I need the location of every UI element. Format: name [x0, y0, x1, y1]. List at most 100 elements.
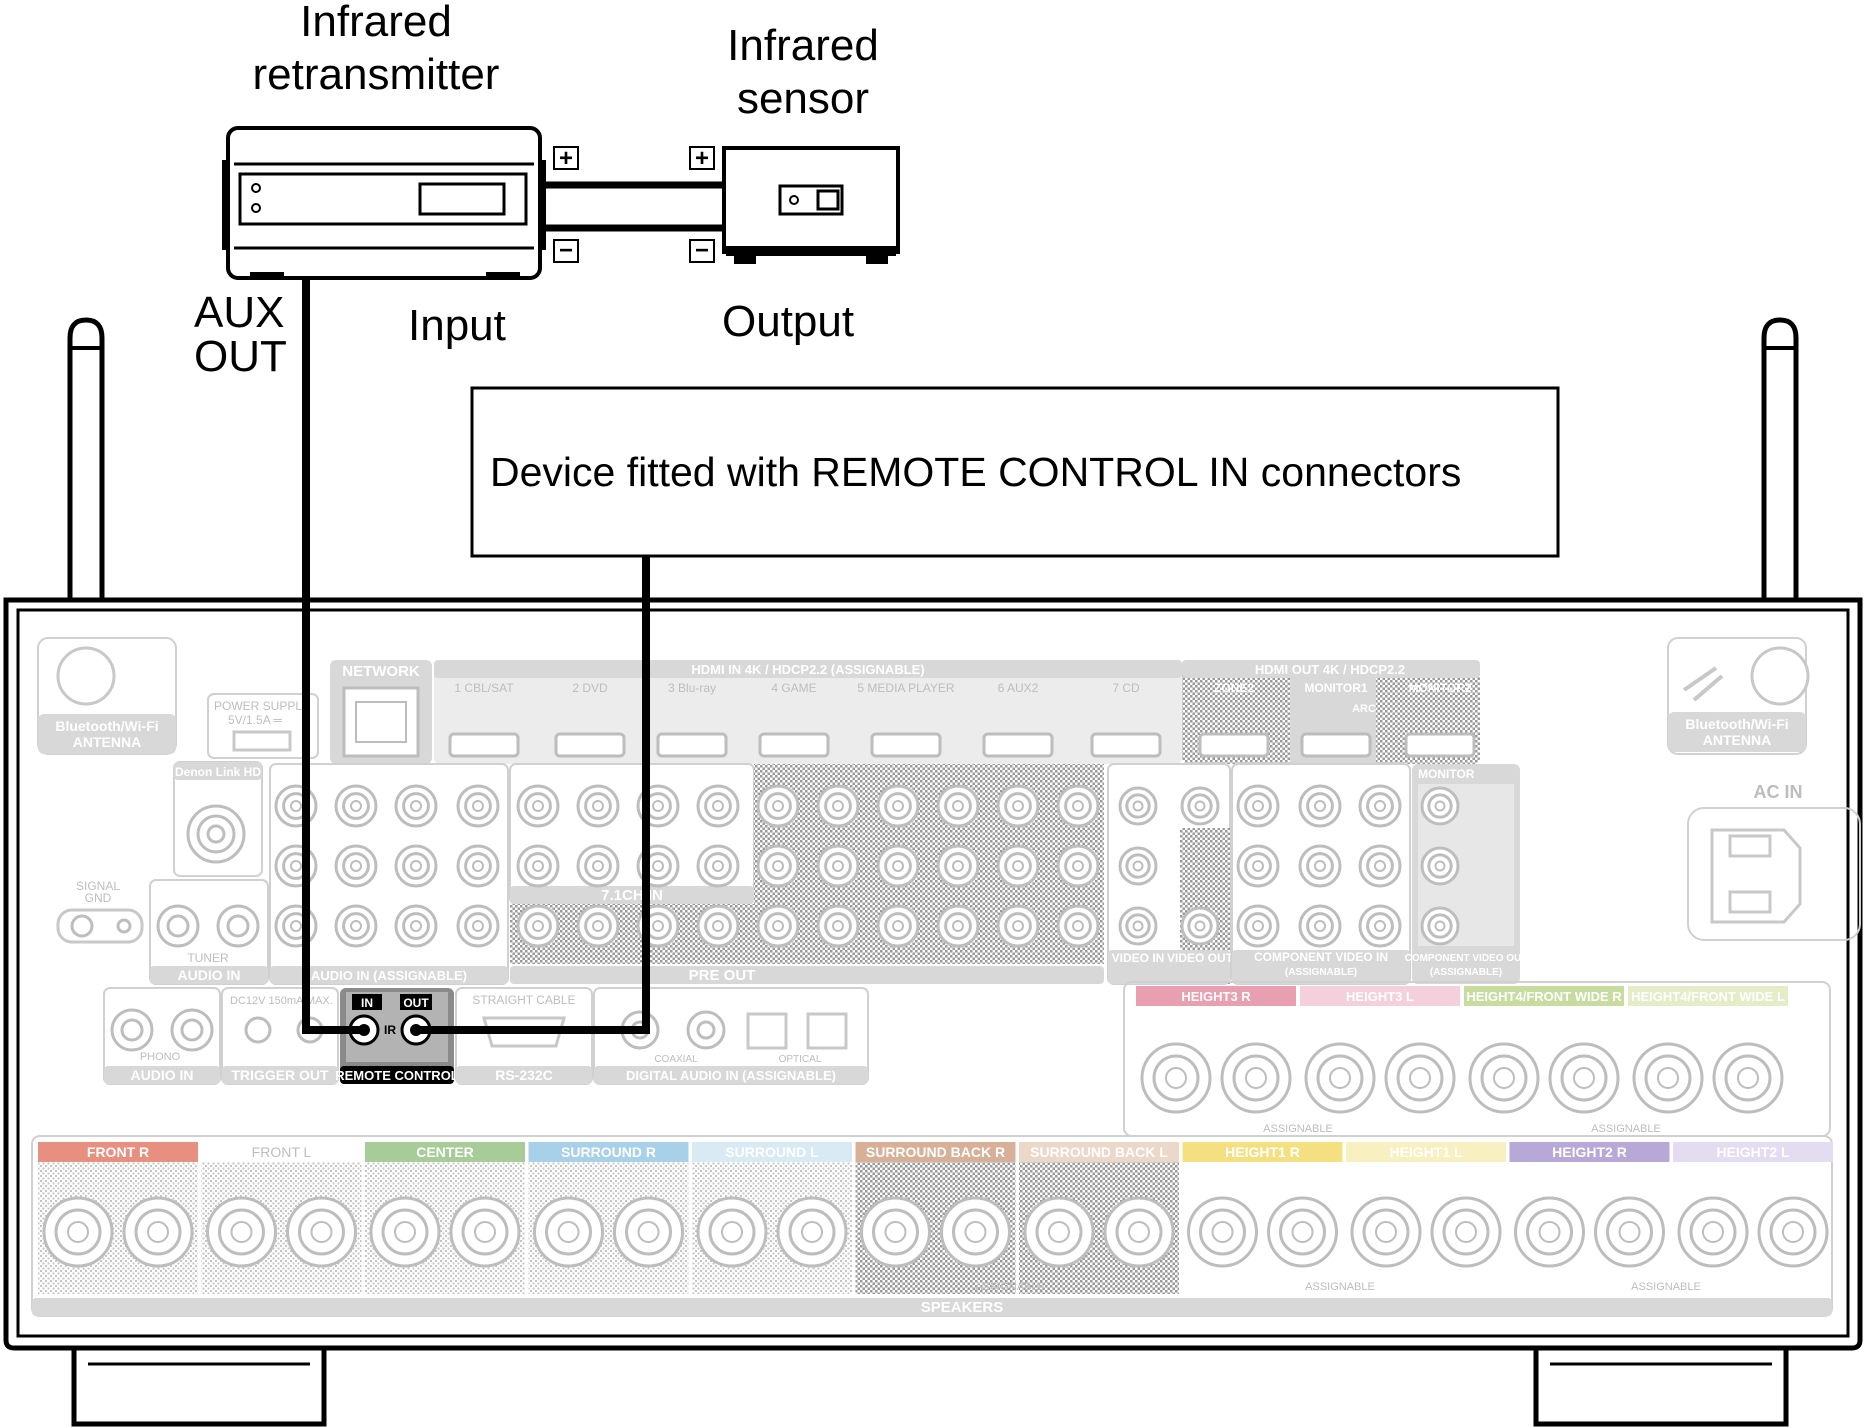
speaker-terminal[interactable]: [1267, 1196, 1338, 1268]
speaker-top-label: HEIGHT4/FRONT WIDE L: [1631, 989, 1785, 1004]
speaker-terminal[interactable]: [369, 1196, 441, 1268]
speaker-terminal[interactable]: [1103, 1196, 1175, 1268]
video-in-jack[interactable]: [1118, 786, 1158, 826]
pre-out-jack[interactable]: [576, 904, 620, 948]
pre-out-jack[interactable]: [1056, 784, 1100, 828]
audio-in-jack[interactable]: [334, 844, 378, 888]
speaker-terminal[interactable]: [1514, 1196, 1585, 1268]
speaker-terminal[interactable]: [860, 1196, 931, 1268]
digital-audio-label: DIGITAL AUDIO IN (ASSIGNABLE): [626, 1068, 836, 1083]
pre-out-jack[interactable]: [1056, 844, 1100, 888]
speaker-terminal[interactable]: [1548, 1042, 1620, 1114]
sensor-plus-sign: +: [695, 145, 709, 172]
speaker-terminal[interactable]: [1384, 1042, 1456, 1114]
speaker-terminal[interactable]: [42, 1196, 114, 1268]
audio-in-jack[interactable]: [456, 904, 500, 948]
speaker-terminal[interactable]: [1304, 1042, 1376, 1114]
speaker-terminal[interactable]: [1594, 1196, 1665, 1268]
speaker-terminal[interactable]: [1023, 1196, 1095, 1268]
speaker-terminal[interactable]: [533, 1196, 604, 1268]
monitor-out-jack[interactable]: [1420, 906, 1460, 946]
video-out-jack[interactable]: [1180, 906, 1220, 946]
speaker-terminal[interactable]: [1350, 1196, 1422, 1268]
component-video-jack[interactable]: [1358, 844, 1402, 888]
hdmi-in-port[interactable]: [1090, 732, 1162, 758]
speaker-terminal[interactable]: [1187, 1196, 1258, 1268]
pre-out-jack[interactable]: [696, 844, 740, 888]
pre-out-jack[interactable]: [756, 904, 800, 948]
hdmi-in-port[interactable]: [870, 732, 942, 758]
pre-out-jack[interactable]: [576, 784, 620, 828]
monitor-out-jack[interactable]: [1420, 786, 1460, 826]
speaker-terminal[interactable]: [1712, 1042, 1784, 1114]
optical-label: OPTICAL: [779, 1054, 822, 1065]
audio-in-jack[interactable]: [394, 904, 438, 948]
component-video-jack[interactable]: [1236, 784, 1280, 828]
speaker-terminal[interactable]: [940, 1196, 1011, 1268]
speaker-terminal[interactable]: [122, 1196, 194, 1268]
pre-out-jack[interactable]: [816, 844, 860, 888]
pre-out-jack[interactable]: [936, 844, 980, 888]
audio-in-jack[interactable]: [394, 784, 438, 828]
video-out-jack[interactable]: [1180, 786, 1220, 826]
pre-out-jack[interactable]: [756, 844, 800, 888]
hdmi-in-port[interactable]: [656, 732, 728, 758]
speaker-top-label: HEIGHT3 R: [1181, 989, 1251, 1004]
pre-out-jack[interactable]: [516, 844, 560, 888]
audio-in-jack[interactable]: [394, 844, 438, 888]
pre-out-jack[interactable]: [936, 904, 980, 948]
pre-out-jack[interactable]: [876, 844, 920, 888]
pre-out-jack[interactable]: [996, 904, 1040, 948]
pre-out-jack[interactable]: [576, 844, 620, 888]
pre-out-jack[interactable]: [696, 904, 740, 948]
component-video-jack[interactable]: [1298, 784, 1342, 828]
audio-in-jack[interactable]: [456, 844, 500, 888]
pre-out-jack[interactable]: [1056, 904, 1100, 948]
component-video-jack[interactable]: [1298, 904, 1342, 948]
audio-in-jack[interactable]: [456, 784, 500, 828]
speaker-terminal[interactable]: [613, 1196, 684, 1268]
component-video-jack[interactable]: [1298, 844, 1342, 888]
speaker-terminal[interactable]: [1430, 1196, 1502, 1268]
component-video-jack[interactable]: [1358, 904, 1402, 948]
audio-in-jack[interactable]: [334, 784, 378, 828]
hdmi-out-port[interactable]: [1198, 732, 1270, 758]
speaker-terminal[interactable]: [776, 1196, 848, 1268]
speaker-terminal[interactable]: [1757, 1196, 1829, 1268]
hdmi-in-port[interactable]: [982, 732, 1054, 758]
hdmi-out-port[interactable]: [1300, 732, 1372, 758]
hdmi-out-port[interactable]: [1404, 732, 1476, 758]
video-in-jack[interactable]: [1118, 906, 1158, 946]
audio-in-jack[interactable]: [334, 904, 378, 948]
speaker-terminal[interactable]: [1632, 1042, 1704, 1114]
pre-out-jack[interactable]: [816, 784, 860, 828]
component-video-jack[interactable]: [1236, 904, 1280, 948]
video-in-jack[interactable]: [1118, 846, 1158, 886]
pre-out-jack[interactable]: [936, 784, 980, 828]
ir-retransmitter-label-line2: retransmitter: [253, 50, 500, 99]
speaker-terminal[interactable]: [1677, 1196, 1749, 1268]
pre-out-jack[interactable]: [516, 784, 560, 828]
hdmi-in-port[interactable]: [448, 732, 520, 758]
speaker-terminal[interactable]: [206, 1196, 277, 1268]
speaker-terminal[interactable]: [696, 1196, 768, 1268]
monitor-out-jack[interactable]: [1420, 846, 1460, 886]
pre-out-jack[interactable]: [876, 784, 920, 828]
component-video-jack[interactable]: [1358, 784, 1402, 828]
pre-out-jack[interactable]: [816, 904, 860, 948]
pre-out-jack[interactable]: [756, 784, 800, 828]
pre-out-jack[interactable]: [876, 904, 920, 948]
hdmi-in-port[interactable]: [758, 732, 830, 758]
speaker-terminal[interactable]: [1140, 1042, 1212, 1114]
pre-out-jack[interactable]: [996, 844, 1040, 888]
pre-out-jack[interactable]: [696, 784, 740, 828]
speaker-terminal[interactable]: [1468, 1042, 1540, 1114]
speaker-terminal[interactable]: [1220, 1042, 1292, 1114]
sensor-plus-terminal: [689, 146, 715, 170]
hdmi-in-port[interactable]: [554, 732, 626, 758]
component-video-jack[interactable]: [1236, 844, 1280, 888]
speaker-terminal[interactable]: [449, 1196, 521, 1268]
speaker-terminal[interactable]: [286, 1196, 357, 1268]
pre-out-jack[interactable]: [516, 904, 560, 948]
pre-out-jack[interactable]: [996, 784, 1040, 828]
